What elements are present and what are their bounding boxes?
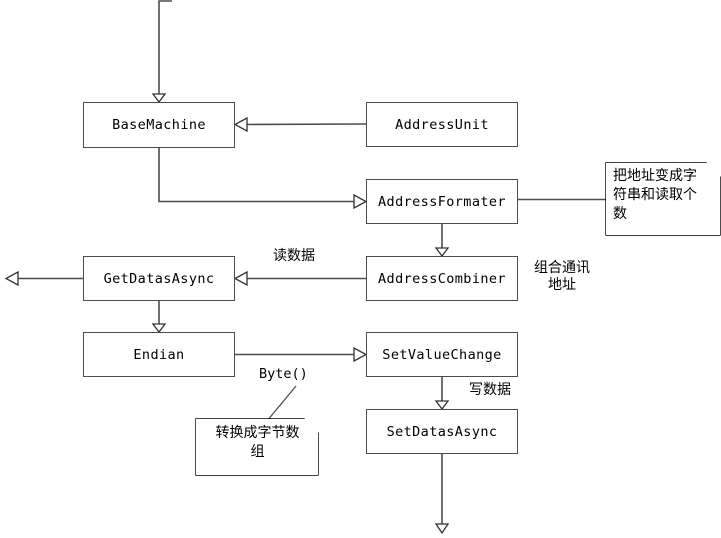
node-label: GetDatasAsync: [103, 270, 215, 287]
note-line: 符串和读取个: [613, 187, 697, 203]
note-endian: 转换成字节数 组: [196, 419, 318, 475]
node-label: SetDatasAsync: [386, 423, 498, 440]
node-get-datas-async[interactable]: GetDatasAsync: [83, 256, 235, 301]
node-label: BaseMachine: [112, 117, 206, 133]
edge-label-line: 组合通讯: [534, 260, 590, 276]
node-address-unit[interactable]: AddressUnit: [366, 102, 518, 147]
edge-label-write-data: 写数据: [469, 382, 511, 398]
edge-endian-to-note: [266, 385, 297, 422]
note-line: 数: [613, 206, 627, 222]
node-label: AddressUnit: [395, 116, 489, 133]
node-set-datas-async[interactable]: SetDatasAsync: [366, 409, 518, 454]
node-label: Endian: [133, 346, 185, 363]
node-address-combiner[interactable]: AddressCombiner: [366, 256, 518, 301]
node-address-formater[interactable]: AddressFormater: [366, 179, 518, 224]
edge-address-formater-to-address-combiner: [434, 224, 450, 258]
edge-label-read-data: 读数据: [273, 248, 315, 264]
node-label: AddressFormater: [378, 193, 506, 210]
note-line: 把地址变成字: [613, 168, 697, 184]
node-base-machine[interactable]: BaseMachine: [83, 102, 235, 148]
node-label: AddressCombiner: [378, 270, 506, 287]
edge-get-datas-async-to-endian: [151, 301, 167, 334]
note-address-formater: 把地址变成字 符串和读取个 数: [606, 163, 720, 235]
edge-set-value-change-to-set-datas-async: [434, 377, 450, 411]
edge-address-unit-to-base-machine: [233, 116, 367, 133]
edge-label-combine-address: 组合通讯 地址: [529, 260, 595, 294]
note-line: 转换成字节数: [215, 425, 300, 441]
edge-endian-to-set-value-change: [235, 346, 368, 363]
note-line: 组: [250, 444, 265, 460]
edge-external-to-base-machine: [151, 0, 172, 104]
edge-get-datas-async-to-external: [4, 270, 83, 287]
node-label: SetValueChange: [382, 346, 502, 363]
edge-label-byte: Byte(): [259, 366, 308, 382]
edge-base-machine-to-address-formater: [158, 148, 368, 210]
node-set-value-change[interactable]: SetValueChange: [366, 332, 518, 377]
edge-address-combiner-to-get-datas-async: [233, 270, 366, 287]
edge-set-datas-async-to-external: [434, 454, 450, 535]
edge-label-line: 地址: [548, 277, 576, 293]
node-endian[interactable]: Endian: [83, 332, 235, 377]
